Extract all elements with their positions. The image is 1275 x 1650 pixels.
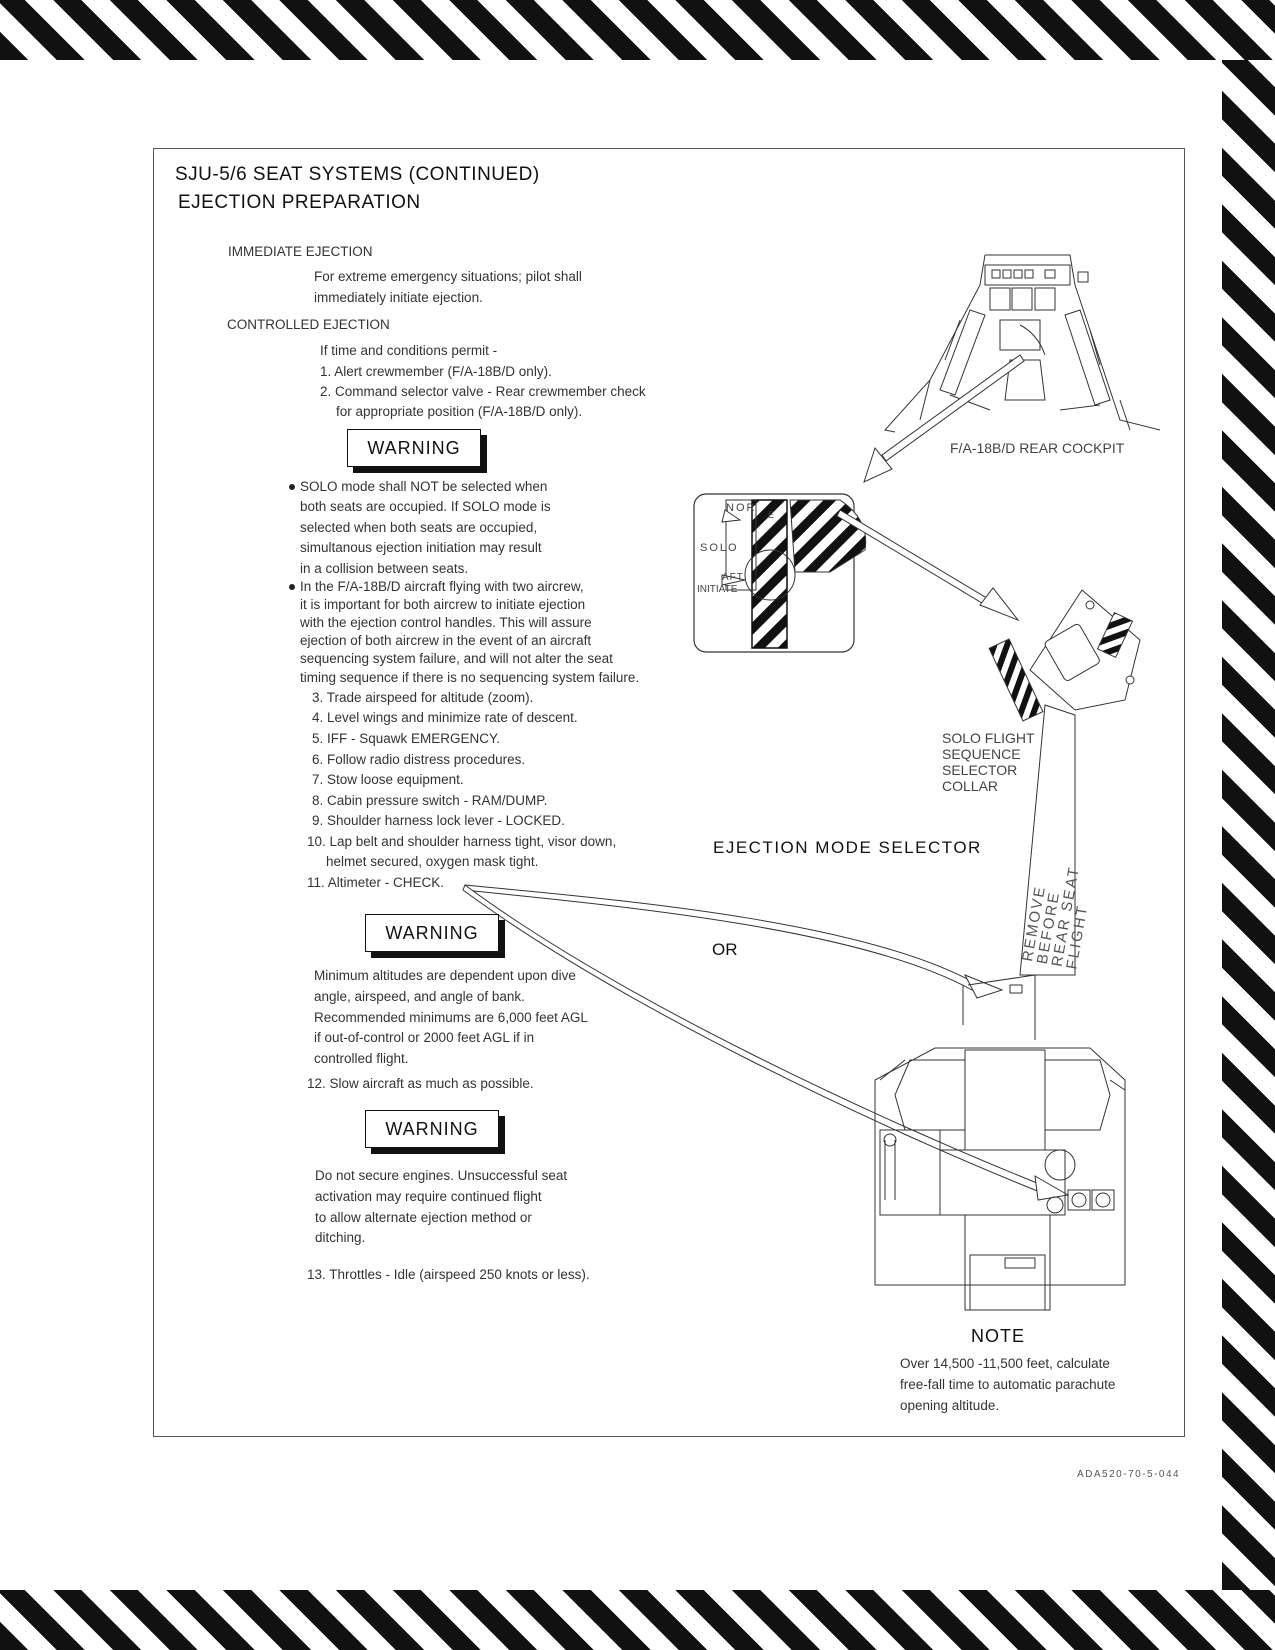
rear-cockpit-drawing — [884, 254, 1161, 433]
warning1-line: sequencing system failure, and will not … — [300, 651, 613, 666]
step-3: 3. Trade airspeed for altitude (zoom). — [312, 690, 534, 705]
warning1-line: selected when both seats are occupied, — [300, 520, 538, 535]
arrow-to-selector — [863, 354, 1025, 483]
warning1-line: with the ejection control handles. This … — [300, 615, 592, 630]
warning2-line: controlled flight. — [314, 1051, 409, 1066]
selector-aft-label: AFT — [722, 572, 744, 583]
note-heading: NOTE — [971, 1326, 1026, 1346]
immediate-line: immediately initiate ejection. — [314, 290, 483, 305]
warning1-line: simultanous ejection initiation may resu… — [300, 540, 542, 555]
warning-box-1: WARNING — [347, 429, 481, 467]
note-line: free-fall time to automatic parachute — [900, 1377, 1116, 1392]
selector-nor-label: NOR — [726, 502, 757, 514]
arrows-to-altimeter — [462, 884, 1070, 1201]
warning1-line: in a collision between seats. — [300, 561, 469, 576]
step-13: 13. Throttles - Idle (airspeed 250 knots… — [307, 1267, 590, 1282]
step-8: 8. Cabin pressure switch - RAM/DUMP. — [312, 793, 548, 808]
step-9: 9. Shoulder harness lock lever - LOCKED. — [312, 813, 565, 828]
warning3-line: activation may require continued flight — [315, 1189, 542, 1204]
hazard-stripe-bottom — [0, 1590, 1275, 1650]
immediate-ejection-heading: IMMEDIATE EJECTION — [228, 244, 373, 259]
step-11: 11. Altimeter - CHECK. — [307, 875, 445, 890]
controlled-intro: If time and conditions permit - — [320, 343, 498, 358]
note-line: Over 14,500 -11,500 feet, calculate — [900, 1356, 1110, 1371]
warning1-line: timing sequence if there is no sequencin… — [300, 670, 640, 685]
document-id: ADA520-70-5-044 — [1077, 1469, 1181, 1480]
collar-label-4: COLLAR — [942, 778, 999, 794]
step-10-cont: helmet secured, oxygen mask tight. — [326, 854, 539, 869]
selector-solo-label: SOLO — [700, 542, 739, 554]
step-1: 1. Alert crewmember (F/A-18B/D only). — [320, 364, 552, 379]
warning2-line: if out-of-control or 2000 feet AGL if in — [314, 1030, 535, 1045]
warning2-line: Recommended minimums are 6,000 feet AGL — [314, 1010, 588, 1025]
page-title: SJU-5/6 SEAT SYSTEMS (CONTINUED) — [175, 164, 540, 185]
ejection-mode-selector-label: EJECTION MODE SELECTOR — [713, 838, 982, 857]
hazard-stripe-top — [0, 0, 1275, 60]
step-4: 4. Level wings and minimize rate of desc… — [312, 710, 578, 725]
step-7: 7. Stow loose equipment. — [312, 772, 464, 787]
note-line: opening altitude. — [900, 1398, 1000, 1413]
step-5: 5. IFF - Squawk EMERGENCY. — [312, 731, 501, 746]
or-label: OR — [712, 940, 738, 959]
warning-box-3: WARNING — [365, 1110, 499, 1148]
collar-label-2: SEQUENCE — [942, 746, 1021, 762]
solo-flight-collar — [988, 589, 1141, 976]
warning2-line: Minimum altitudes are dependent upon div… — [314, 968, 576, 983]
bullet-icon — [289, 584, 295, 590]
mode-selector-panel — [693, 493, 867, 653]
warning-box-2: WARNING — [365, 914, 499, 952]
warning3-line: to allow alternate ejection method or — [315, 1210, 532, 1225]
selector-e-label: E — [768, 510, 775, 520]
warning3-line: ditching. — [315, 1230, 366, 1245]
warning1-line: SOLO mode shall NOT be selected when — [300, 479, 548, 494]
rear-cockpit-label: F/A-18B/D REAR COCKPIT — [950, 440, 1125, 456]
warning1-line: it is important for both aircrew to init… — [300, 597, 586, 612]
step-6: 6. Follow radio distress procedures. — [312, 752, 526, 767]
warning2-line: angle, airspeed, and angle of bank. — [314, 989, 525, 1004]
warning1-line: In the F/A-18B/D aircraft flying with tw… — [300, 579, 584, 594]
warning3-line: Do not secure engines. Unsuccessful seat — [315, 1168, 568, 1183]
content-frame — [153, 148, 1185, 1437]
immediate-line: For extreme emergency situations; pilot … — [314, 269, 582, 284]
controlled-ejection-heading: CONTROLLED EJECTION — [227, 317, 390, 332]
step-2-cont: for appropriate position (F/A-18B/D only… — [336, 404, 583, 419]
warning1-line: both seats are occupied. If SOLO mode is — [300, 499, 551, 514]
step-12: 12. Slow aircraft as much as possible. — [307, 1076, 534, 1091]
bullet-icon — [289, 484, 295, 490]
step-10: 10. Lap belt and shoulder harness tight,… — [307, 834, 617, 849]
collar-label-3: SELECTOR — [942, 762, 1018, 778]
collar-label-1: SOLO FLIGHT — [942, 730, 1035, 746]
selector-initiate-label: INITIATE — [697, 584, 738, 595]
page-subtitle: EJECTION PREPARATION — [178, 192, 421, 213]
step-2: 2. Command selector valve - Rear crewmem… — [320, 384, 646, 399]
arrow-to-collar — [836, 509, 1020, 622]
hazard-stripe-right — [1222, 60, 1275, 1590]
instrument-panel-drawing — [874, 974, 1126, 1311]
warning1-line: ejection of both aircrew in the event of… — [300, 633, 592, 648]
